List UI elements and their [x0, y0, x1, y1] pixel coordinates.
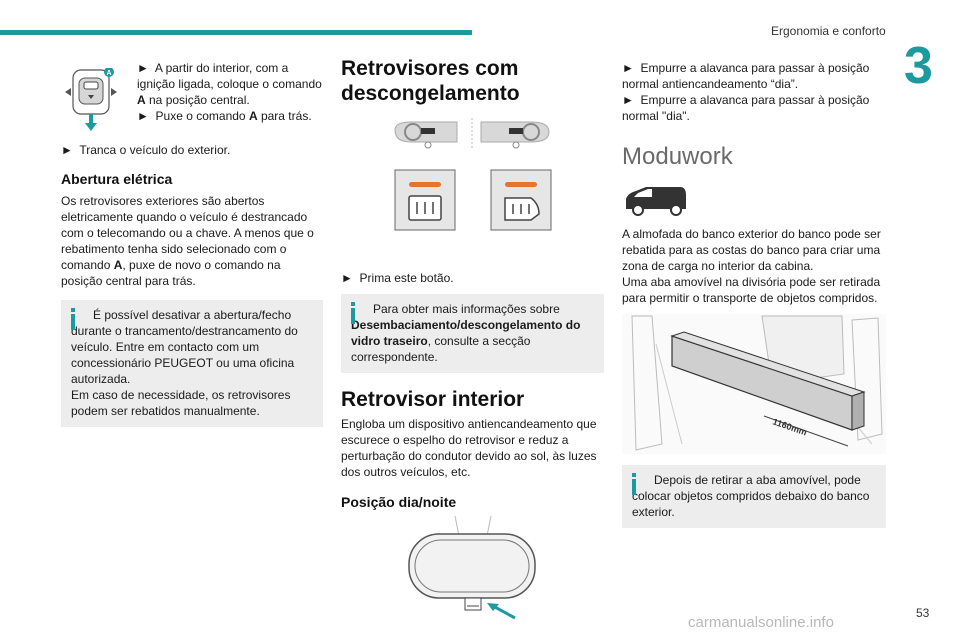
- section-title: Ergonomia e conforto: [771, 24, 886, 38]
- van-icon: [626, 187, 686, 216]
- heading-electric-opening: Abertura elétrica: [61, 171, 173, 187]
- page-number: 53: [916, 606, 930, 620]
- step-night-position: ► Empurre a alavanca para passar à posiç…: [622, 61, 870, 91]
- paragraph-interior-mirror: Engloba um dispositivo antiencandeamento…: [341, 417, 597, 479]
- info-icon: [71, 308, 75, 330]
- lever-push-arrow: [492, 604, 516, 620]
- paragraph-electric-opening: Os retrovisores exteriores são abertos e…: [61, 194, 314, 288]
- mirror-control-icon: A: [65, 68, 117, 131]
- interior-mirror-illustration: [408, 515, 536, 620]
- info-icon: [351, 302, 355, 324]
- day-night-lever: [464, 597, 482, 611]
- dashboard-right-icon: [480, 121, 550, 149]
- rear-defrost-button-left: [394, 169, 456, 231]
- heading-moduwork: Moduwork: [622, 143, 733, 170]
- info-note-opening: É possível desativar a abertura/fecho du…: [61, 300, 323, 427]
- header-accent-bar: [0, 30, 472, 35]
- step-press-button: ► Prima este botão.: [341, 271, 454, 285]
- dashboard-left-icon: [394, 121, 458, 149]
- heated-mirror-illustration: [394, 118, 552, 231]
- info-icon: [632, 473, 636, 495]
- paragraph-moduwork-seat: A almofada do banco exterior do banco po…: [622, 227, 881, 273]
- watermark-text: carmanualsonline.info: [688, 614, 834, 631]
- paragraph-moduwork-flap: Uma aba amovível na divisória pode ser r…: [622, 275, 881, 305]
- heading-day-night: Posição dia/noite: [341, 494, 457, 510]
- rear-defrost-button-right: [490, 169, 552, 231]
- control-a-badge-label: A: [106, 70, 111, 77]
- step-lock-vehicle: ► Tranca o veículo do exterior.: [61, 143, 231, 157]
- column-middle: Retrovisores com descongelamento: [341, 56, 604, 622]
- column-left: A ► A partir do interior, com a ignição …: [61, 60, 323, 427]
- step-pull-control: ► Puxe o comando A para trás.: [137, 109, 312, 123]
- heading-interior-mirror: Retrovisor interior: [341, 388, 525, 411]
- info-note-defrost: Para obter mais informações sobre Desemb…: [341, 294, 604, 373]
- info-note-moduwork: Depois de retirar a aba amovível, pode c…: [622, 465, 886, 528]
- column-right: ► Empurre a alavanca para passar à posiç…: [622, 60, 886, 528]
- chapter-number: 3: [904, 37, 933, 95]
- step-day-position: ► Empurre a alavanca para passar à posiç…: [622, 93, 870, 123]
- dimension-line: [763, 415, 849, 447]
- cargo-illustration: 1160mm: [622, 314, 886, 454]
- heading-heated-mirrors: Retrovisores com descongelamento: [341, 57, 520, 105]
- step-centre-control: ► A partir do interior, com a ignição li…: [137, 61, 322, 107]
